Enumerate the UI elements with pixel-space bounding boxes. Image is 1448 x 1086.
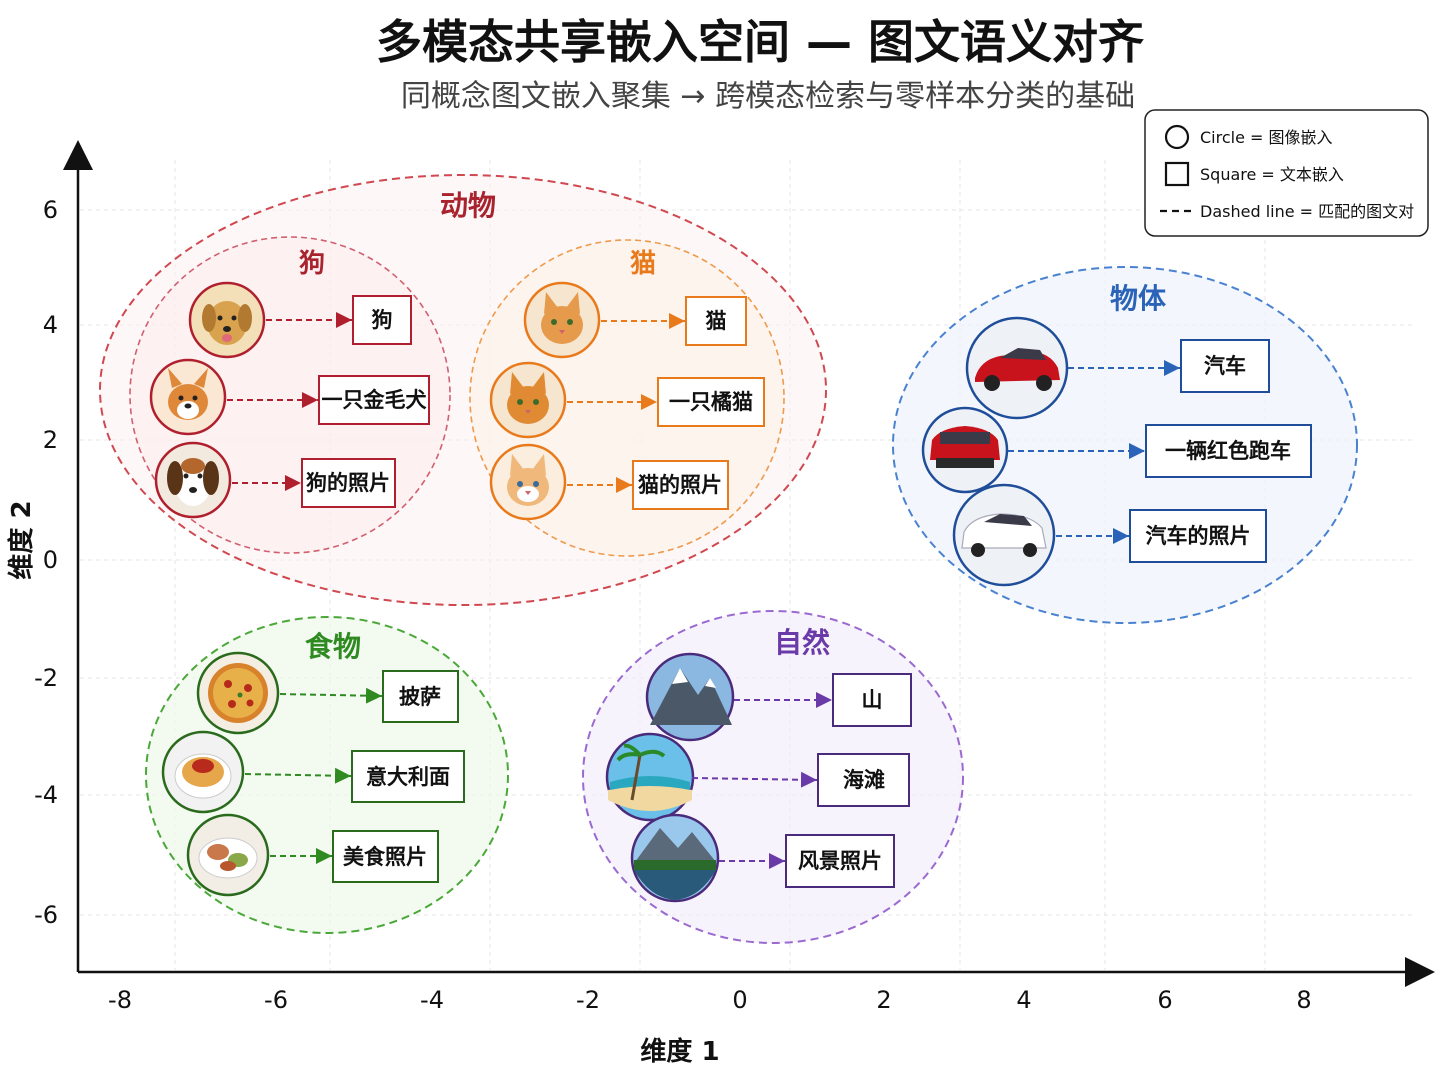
pasta-icon (161, 730, 245, 814)
match-line (279, 687, 383, 704)
legend-circle-text: Circle = 图像嵌入 (1200, 128, 1333, 147)
cat-icon (523, 281, 601, 359)
x-tick: 8 (1296, 986, 1311, 1014)
text-embedding-label: 一只金毛犬 (322, 388, 428, 412)
x-tick: -8 (108, 986, 132, 1014)
match-line (691, 771, 818, 788)
lake-icon (630, 813, 720, 903)
text-embedding-box (785, 834, 895, 888)
y-axis-label: 维度 2 (6, 500, 37, 579)
subcluster-label-dog: 狗 (299, 249, 325, 279)
page-title: 多模态共享嵌入空间 — 图文语义对齐 (376, 15, 1144, 69)
text-embedding-label: 一只橘猫 (669, 390, 753, 414)
mountain-icon (645, 652, 735, 742)
y-tick: -2 (34, 664, 58, 692)
y-tick: 6 (43, 196, 58, 224)
beagle-icon (154, 441, 232, 519)
x-tick: 2 (876, 986, 891, 1014)
cluster-label-nature: 自然 (774, 626, 830, 659)
page-subtitle: 同概念图文嵌入聚集 → 跨模态检索与零样本分类的基础 (401, 79, 1135, 114)
text-embedding-box (685, 296, 747, 346)
text-embedding-label: 意大利面 (366, 765, 450, 789)
cluster-label-animals: 动物 (440, 189, 496, 222)
text-embedding-box (1180, 339, 1270, 393)
x-ticks: -8 -6 -4 -2 0 2 4 6 8 (108, 986, 1312, 1014)
text-embedding-label: 披萨 (399, 685, 441, 709)
x-tick: 6 (1157, 986, 1172, 1014)
text-embedding-label: 汽车 (1204, 354, 1246, 378)
text-embedding-label: 美食照片 (343, 845, 427, 869)
dish-icon (186, 813, 270, 897)
legend: Circle = 图像嵌入 Square = 文本嵌入 Dashed line … (1144, 109, 1429, 237)
text-embedding-label: 一辆红色跑车 (1165, 439, 1291, 463)
legend-square-text: Square = 文本嵌入 (1200, 165, 1344, 184)
text-embedding-label: 风景照片 (798, 849, 882, 873)
cat-icon (489, 361, 567, 439)
text-embedding-label: 狗的照片 (306, 471, 390, 495)
x-tick: 0 (732, 986, 747, 1014)
cluster-label-food: 食物 (305, 630, 361, 663)
y-tick: 4 (43, 311, 58, 339)
text-embedding-box (382, 670, 459, 723)
text-embedding-box (332, 830, 439, 883)
x-tick: 4 (1016, 986, 1031, 1014)
x-tick: -4 (420, 986, 444, 1014)
text-embedding-box (657, 377, 765, 427)
cat-icon (489, 443, 567, 521)
x-tick: -6 (264, 986, 288, 1014)
text-embedding-box (632, 460, 729, 510)
dog-icon (188, 281, 266, 359)
text-embedding-box (1129, 509, 1267, 563)
legend-square-icon (1164, 161, 1190, 187)
text-embedding-box (301, 458, 396, 508)
legend-circle-icon (1164, 124, 1190, 150)
text-embedding-box (352, 295, 412, 345)
match-line (244, 767, 352, 784)
text-embedding-label: 猫 (706, 309, 727, 333)
y-tick: 2 (43, 426, 58, 454)
text-embedding-box (318, 375, 430, 425)
subcluster-label-cat: 猫 (630, 249, 656, 279)
pizza-icon (196, 651, 280, 735)
car-icon (921, 406, 1009, 494)
text-embedding-label: 猫的照片 (638, 473, 722, 497)
y-tick: -6 (34, 901, 58, 929)
x-tick: -2 (576, 986, 600, 1014)
cluster-label-objects: 物体 (1110, 282, 1167, 315)
car-icon (952, 483, 1056, 587)
y-tick: 0 (43, 546, 58, 574)
text-embedding-label: 狗 (372, 308, 393, 332)
car-icon (965, 316, 1069, 420)
corgi-icon (149, 358, 227, 436)
text-embedding-box (832, 673, 912, 727)
legend-dashed-text: Dashed line = 匹配的图文对 (1200, 202, 1414, 221)
y-ticks: 6 4 2 0 -2 -4 -6 (34, 196, 58, 929)
text-embedding-box (817, 753, 910, 807)
text-embedding-box (1145, 424, 1312, 478)
text-embedding-box (351, 750, 465, 803)
y-tick: -4 (34, 781, 58, 809)
text-embedding-label: 汽车的照片 (1146, 524, 1251, 548)
text-embedding-label: 山 (862, 688, 883, 712)
text-embedding-label: 海滩 (843, 768, 885, 792)
x-axis-label: 维度 1 (640, 1036, 719, 1067)
beach-icon (605, 732, 695, 822)
